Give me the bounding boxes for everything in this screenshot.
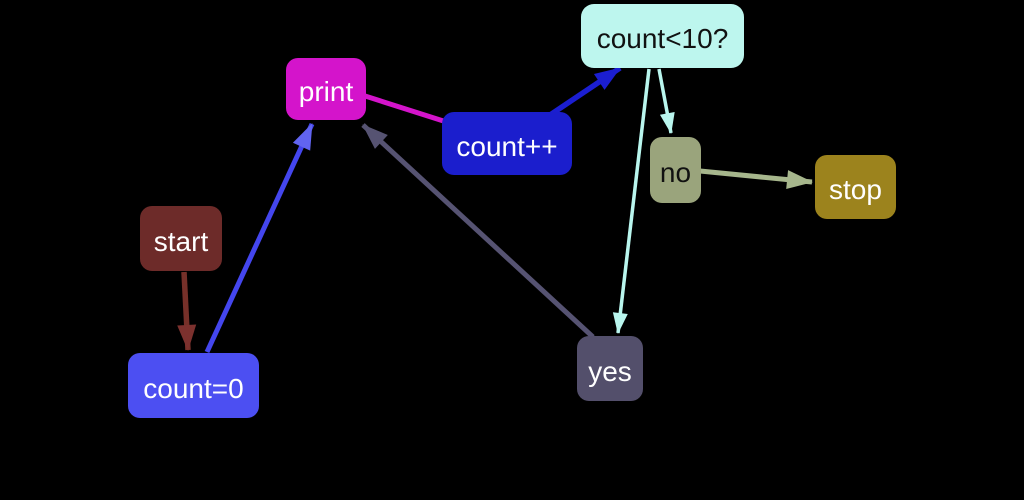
edge-start-to-count0	[177, 271, 197, 351]
edge-count0-to-print	[204, 122, 315, 354]
node-no-label: no	[659, 157, 692, 188]
edge-no-to-stop	[699, 168, 813, 190]
node-stop: stop	[815, 155, 896, 219]
node-count0-label: count=0	[143, 372, 244, 404]
node-start: start	[140, 206, 222, 271]
node-print-label: print	[298, 76, 354, 107]
node-condition-label: count<10?	[596, 23, 729, 54]
node-yes-label: yes	[588, 355, 632, 387]
node-count0: count=0	[128, 353, 259, 418]
edge-print-to-countpp	[361, 92, 457, 128]
edge-countpp-to-cond	[548, 65, 622, 118]
node-stop-label: stop	[829, 174, 882, 205]
edge-yes-to-print	[361, 123, 595, 339]
node-no: no	[650, 137, 701, 203]
edge-cond-to-no	[657, 68, 675, 134]
node-start-label: start	[153, 225, 209, 257]
node-yes: yes	[577, 336, 643, 401]
node-condition: count<10?	[581, 4, 744, 68]
node-countpp: count++	[442, 112, 572, 175]
node-countpp-label: count++	[456, 130, 558, 162]
node-print: print	[286, 58, 366, 120]
edge-cond-to-yes	[612, 68, 651, 334]
